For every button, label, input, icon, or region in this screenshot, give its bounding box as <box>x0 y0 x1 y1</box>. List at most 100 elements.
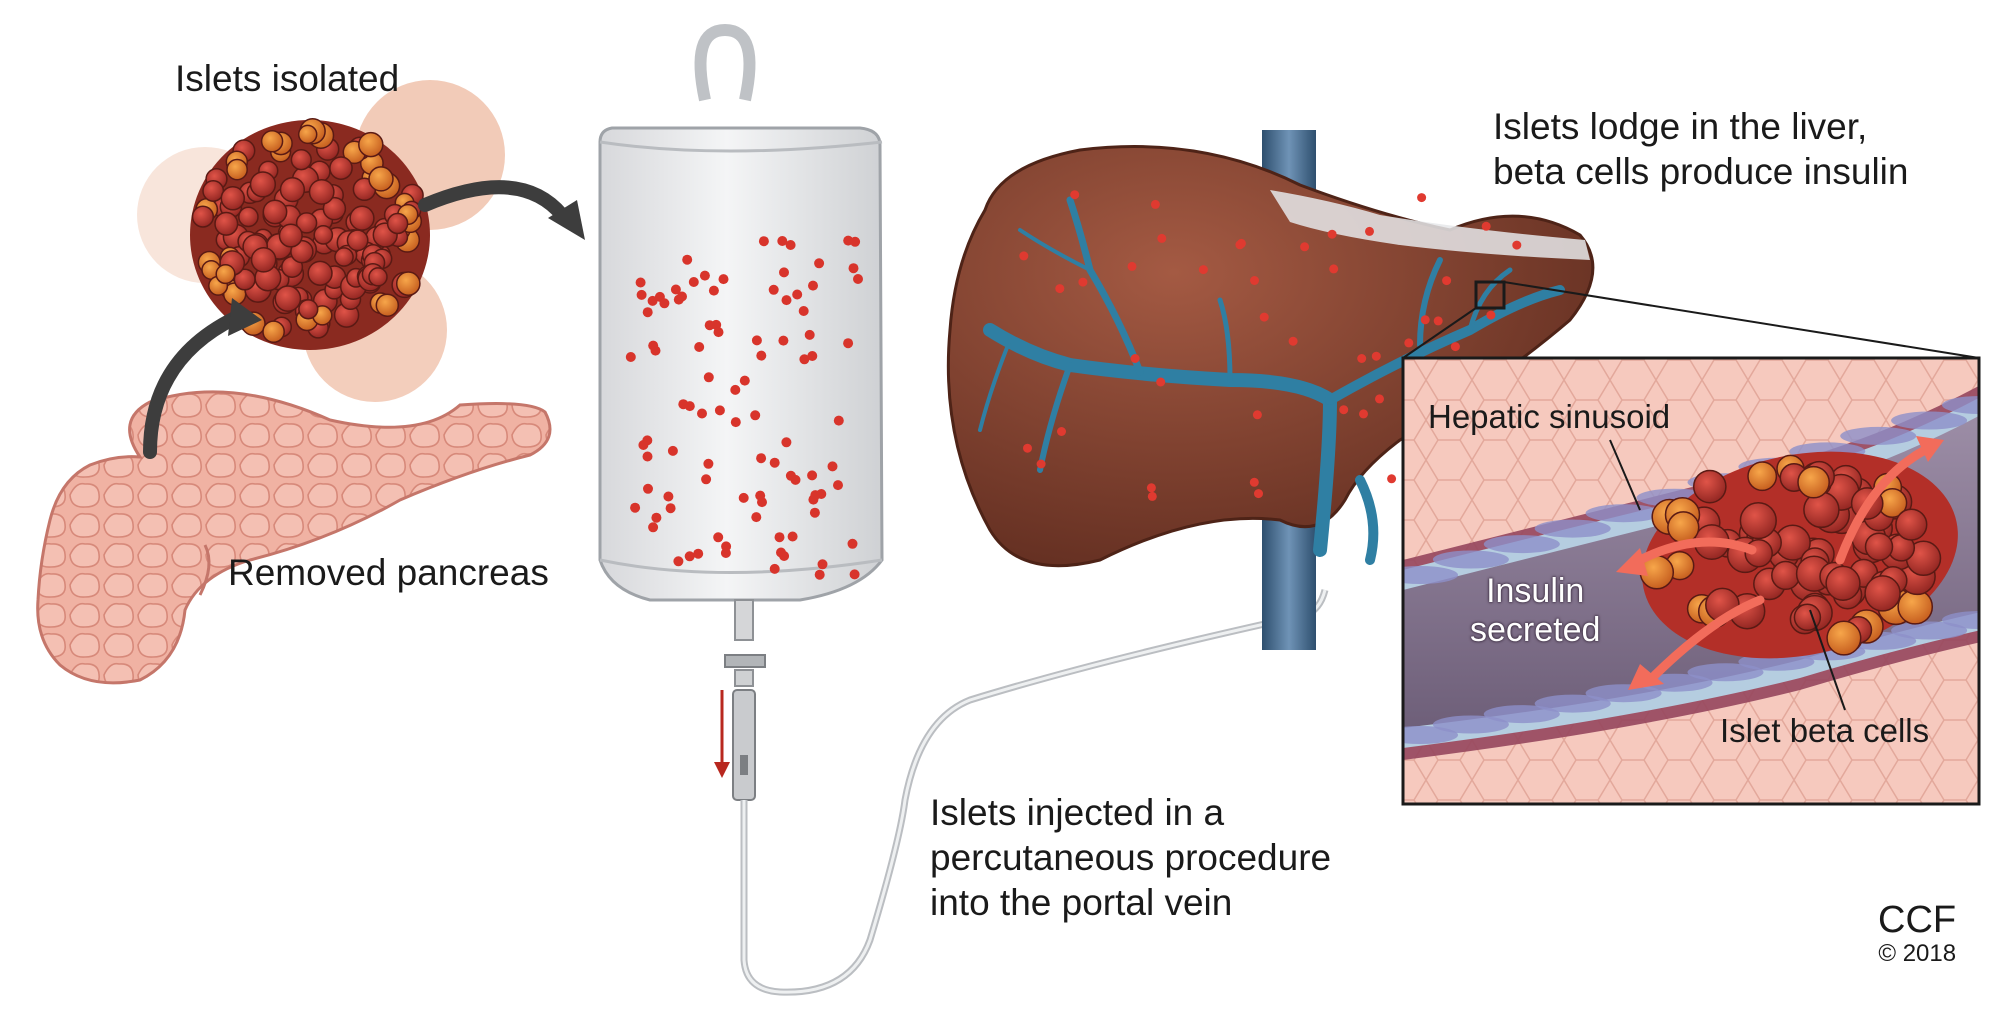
lodged-islet-dot <box>1327 229 1337 239</box>
beta-cell <box>1739 501 1777 540</box>
islet-cell <box>226 158 248 181</box>
islet-cell <box>297 124 318 145</box>
islet-dot <box>848 263 859 274</box>
islet-dot <box>673 556 684 567</box>
credit-organization: CCF <box>1878 899 1957 941</box>
islet-dot <box>755 490 766 501</box>
endothelial-cell-nucleus <box>1891 621 1968 640</box>
islet-dot <box>670 284 681 295</box>
islet-cell <box>262 320 285 344</box>
endothelial-cell-nucleus <box>1840 426 1917 445</box>
islet-dot <box>751 335 762 346</box>
lodged-islet-dot <box>1375 394 1384 404</box>
lodged-islet-dot <box>1146 483 1156 493</box>
islet-dot <box>630 502 641 513</box>
credit-copyright: © 2018 <box>1878 940 1957 967</box>
islet-dot <box>677 291 687 302</box>
beta-cell <box>1826 620 1862 656</box>
islet-dot <box>814 569 825 580</box>
islet-dot <box>684 551 695 562</box>
endothelial-cell-nucleus <box>1942 396 1979 414</box>
islet-dot <box>809 507 820 518</box>
lodged-islet-dot <box>1300 242 1310 252</box>
endothelial-cell-nucleus <box>1483 705 1560 724</box>
endothelial-cell-nucleus <box>1585 684 1662 703</box>
islet-dot <box>667 445 678 456</box>
islet-dot <box>785 240 796 250</box>
islet-dot <box>798 306 809 316</box>
lodged-islet-dot <box>1339 405 1349 415</box>
islet-dot <box>643 483 653 494</box>
hepatic-sinusoid-leader <box>1609 439 1641 511</box>
label-islets-injected-line-1: Islets injected in a <box>930 792 1225 833</box>
label-islets-lodge: Islets lodge in the liver, beta cells pr… <box>1493 104 1908 194</box>
islet-cell <box>368 166 394 192</box>
islet-dot <box>769 457 780 468</box>
islet-cell <box>202 180 225 202</box>
islet-dot <box>843 338 854 349</box>
islet-dot <box>659 298 670 309</box>
islet-dot <box>714 405 725 416</box>
islet-dot <box>739 375 750 386</box>
islet-dot <box>768 284 779 295</box>
lodged-islet-dot <box>1288 336 1298 346</box>
islet-dot <box>779 267 789 278</box>
sinusoid-inset-illustration <box>1403 358 1979 804</box>
islet-dot <box>777 236 788 246</box>
islet-cell <box>250 246 277 273</box>
islet-dot <box>730 417 741 428</box>
islet-dot <box>807 351 818 361</box>
lodged-islet-dot <box>1055 284 1065 294</box>
label-islets-injected: Islets injected in a percutaneous proced… <box>930 790 1331 925</box>
islet-dot <box>663 491 674 502</box>
islet-dot <box>787 531 798 542</box>
islet-dot <box>697 408 707 419</box>
lodged-islet-dot <box>1450 342 1460 352</box>
islet-cell <box>322 196 347 221</box>
islet-dot <box>850 236 861 247</box>
islet-dot <box>853 274 863 284</box>
islet-dot <box>779 551 790 561</box>
islet-cell <box>262 199 288 225</box>
islet-dot <box>817 559 828 570</box>
islet-dot <box>847 538 858 549</box>
lodged-islet-dot <box>1357 354 1367 363</box>
label-hepatic-sinusoid: Hepatic sinusoid <box>1428 398 1671 435</box>
lodged-islet-dot <box>1387 474 1397 484</box>
islet-cell <box>260 130 284 153</box>
islet-cell <box>238 206 259 228</box>
islet-dot <box>638 440 649 450</box>
islet-cell <box>313 225 334 245</box>
islet-cell <box>295 212 318 234</box>
islet-cell <box>375 293 400 317</box>
islet-dot <box>701 474 712 485</box>
islet-cell <box>290 149 312 171</box>
islet-dot <box>807 470 818 481</box>
label-removed-pancreas: Removed pancreas <box>228 552 549 593</box>
label-islets-isolated: Islets isolated <box>175 58 400 99</box>
islet-dot <box>833 415 844 426</box>
label-islet-beta-cells: Islet beta cells <box>1720 712 1930 749</box>
islet-dot <box>642 307 653 318</box>
copyright-credit: CCF © 2018 <box>1878 900 1956 968</box>
islet-dot <box>774 532 785 543</box>
lodged-islet-dot <box>1371 351 1381 361</box>
beta-cell <box>1895 508 1928 541</box>
islet-dot <box>699 270 710 281</box>
endothelial-cell-nucleus <box>1432 715 1509 734</box>
endothelial-cell-nucleus <box>1403 566 1458 584</box>
label-insulin-secreted-line-1: Insulin <box>1486 572 1585 610</box>
islet-dot <box>694 342 705 352</box>
islet-cell <box>386 212 409 235</box>
islet-cell <box>395 271 421 296</box>
lodged-islet-dot <box>1481 221 1491 231</box>
lodged-islet-dot <box>1442 276 1452 286</box>
islets-to-bag-arrow <box>418 180 585 240</box>
islet-dot <box>718 274 729 285</box>
islet-cell <box>278 223 303 248</box>
lodged-islet-dot <box>1235 240 1245 250</box>
endothelial-cell-nucleus <box>1891 411 1968 430</box>
lodged-islet-dot <box>1127 261 1137 271</box>
islet-dot <box>647 295 658 306</box>
islet-cell <box>307 260 333 286</box>
